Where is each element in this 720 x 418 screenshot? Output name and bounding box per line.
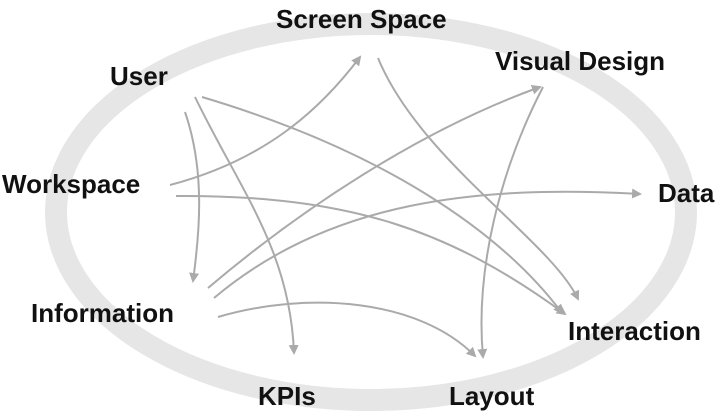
edge-screen-space-to-interaction — [377, 57, 580, 301]
edge-user-to-interaction — [201, 96, 564, 315]
edge-information-to-layout — [217, 301, 477, 358]
node-kpis: KPIs — [258, 381, 316, 411]
node-visual-design: Visual Design — [495, 46, 666, 76]
edge-workspace-to-interaction — [175, 194, 567, 316]
edge-user-to-kpis — [194, 96, 299, 355]
edge-visual-design-to-layout — [477, 86, 544, 359]
edge-workspace-to-screen-space — [169, 55, 362, 186]
edge-information-to-visual-design — [207, 84, 542, 289]
edge-user-to-information — [184, 111, 201, 283]
node-interaction: Interaction — [568, 316, 701, 346]
node-workspace: Workspace — [2, 169, 141, 199]
edge-information-to-data — [213, 188, 642, 299]
node-information: Information — [31, 298, 174, 328]
ring — [45, 13, 697, 411]
node-layout: Layout — [449, 381, 535, 411]
node-data: Data — [658, 178, 715, 208]
node-user: User — [110, 61, 168, 91]
node-screen-space: Screen Space — [276, 4, 447, 34]
edges-group — [169, 55, 642, 359]
